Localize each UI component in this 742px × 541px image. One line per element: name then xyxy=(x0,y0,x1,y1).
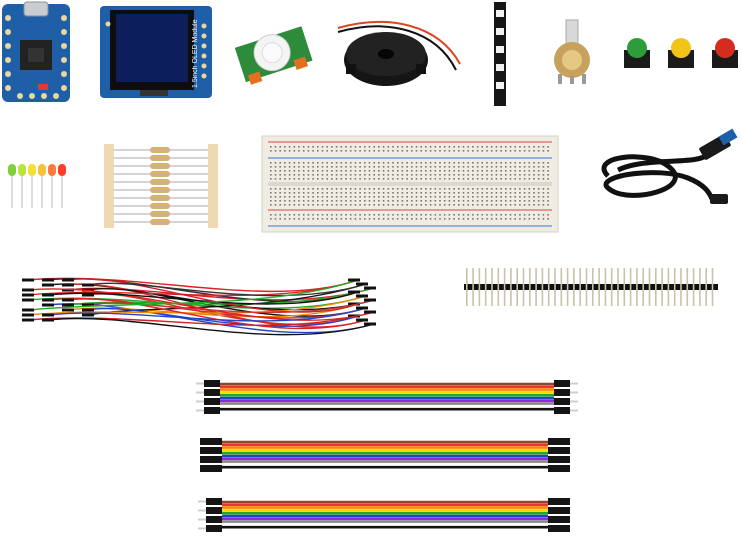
rp2040-zero-board xyxy=(2,1,70,102)
ribbon-cable-male-female xyxy=(194,494,576,538)
ribbon-cable-female-female xyxy=(194,434,576,478)
ribbon-cable-male-male xyxy=(192,376,582,420)
buzzer xyxy=(328,14,468,94)
oled-module-label: 1.5inch OLED Module xyxy=(192,19,199,89)
oled-module: 1.5inch OLED Module xyxy=(100,6,212,98)
breadboard xyxy=(261,135,559,233)
resistors xyxy=(104,144,220,228)
leds xyxy=(4,162,68,210)
jumper-wires xyxy=(18,270,390,340)
usb-cable xyxy=(588,128,738,212)
rgb-led-strip xyxy=(490,2,512,108)
pir-sensor xyxy=(232,22,316,85)
pin-header xyxy=(464,268,720,308)
potentiometer xyxy=(544,19,602,84)
push-buttons xyxy=(620,32,740,72)
